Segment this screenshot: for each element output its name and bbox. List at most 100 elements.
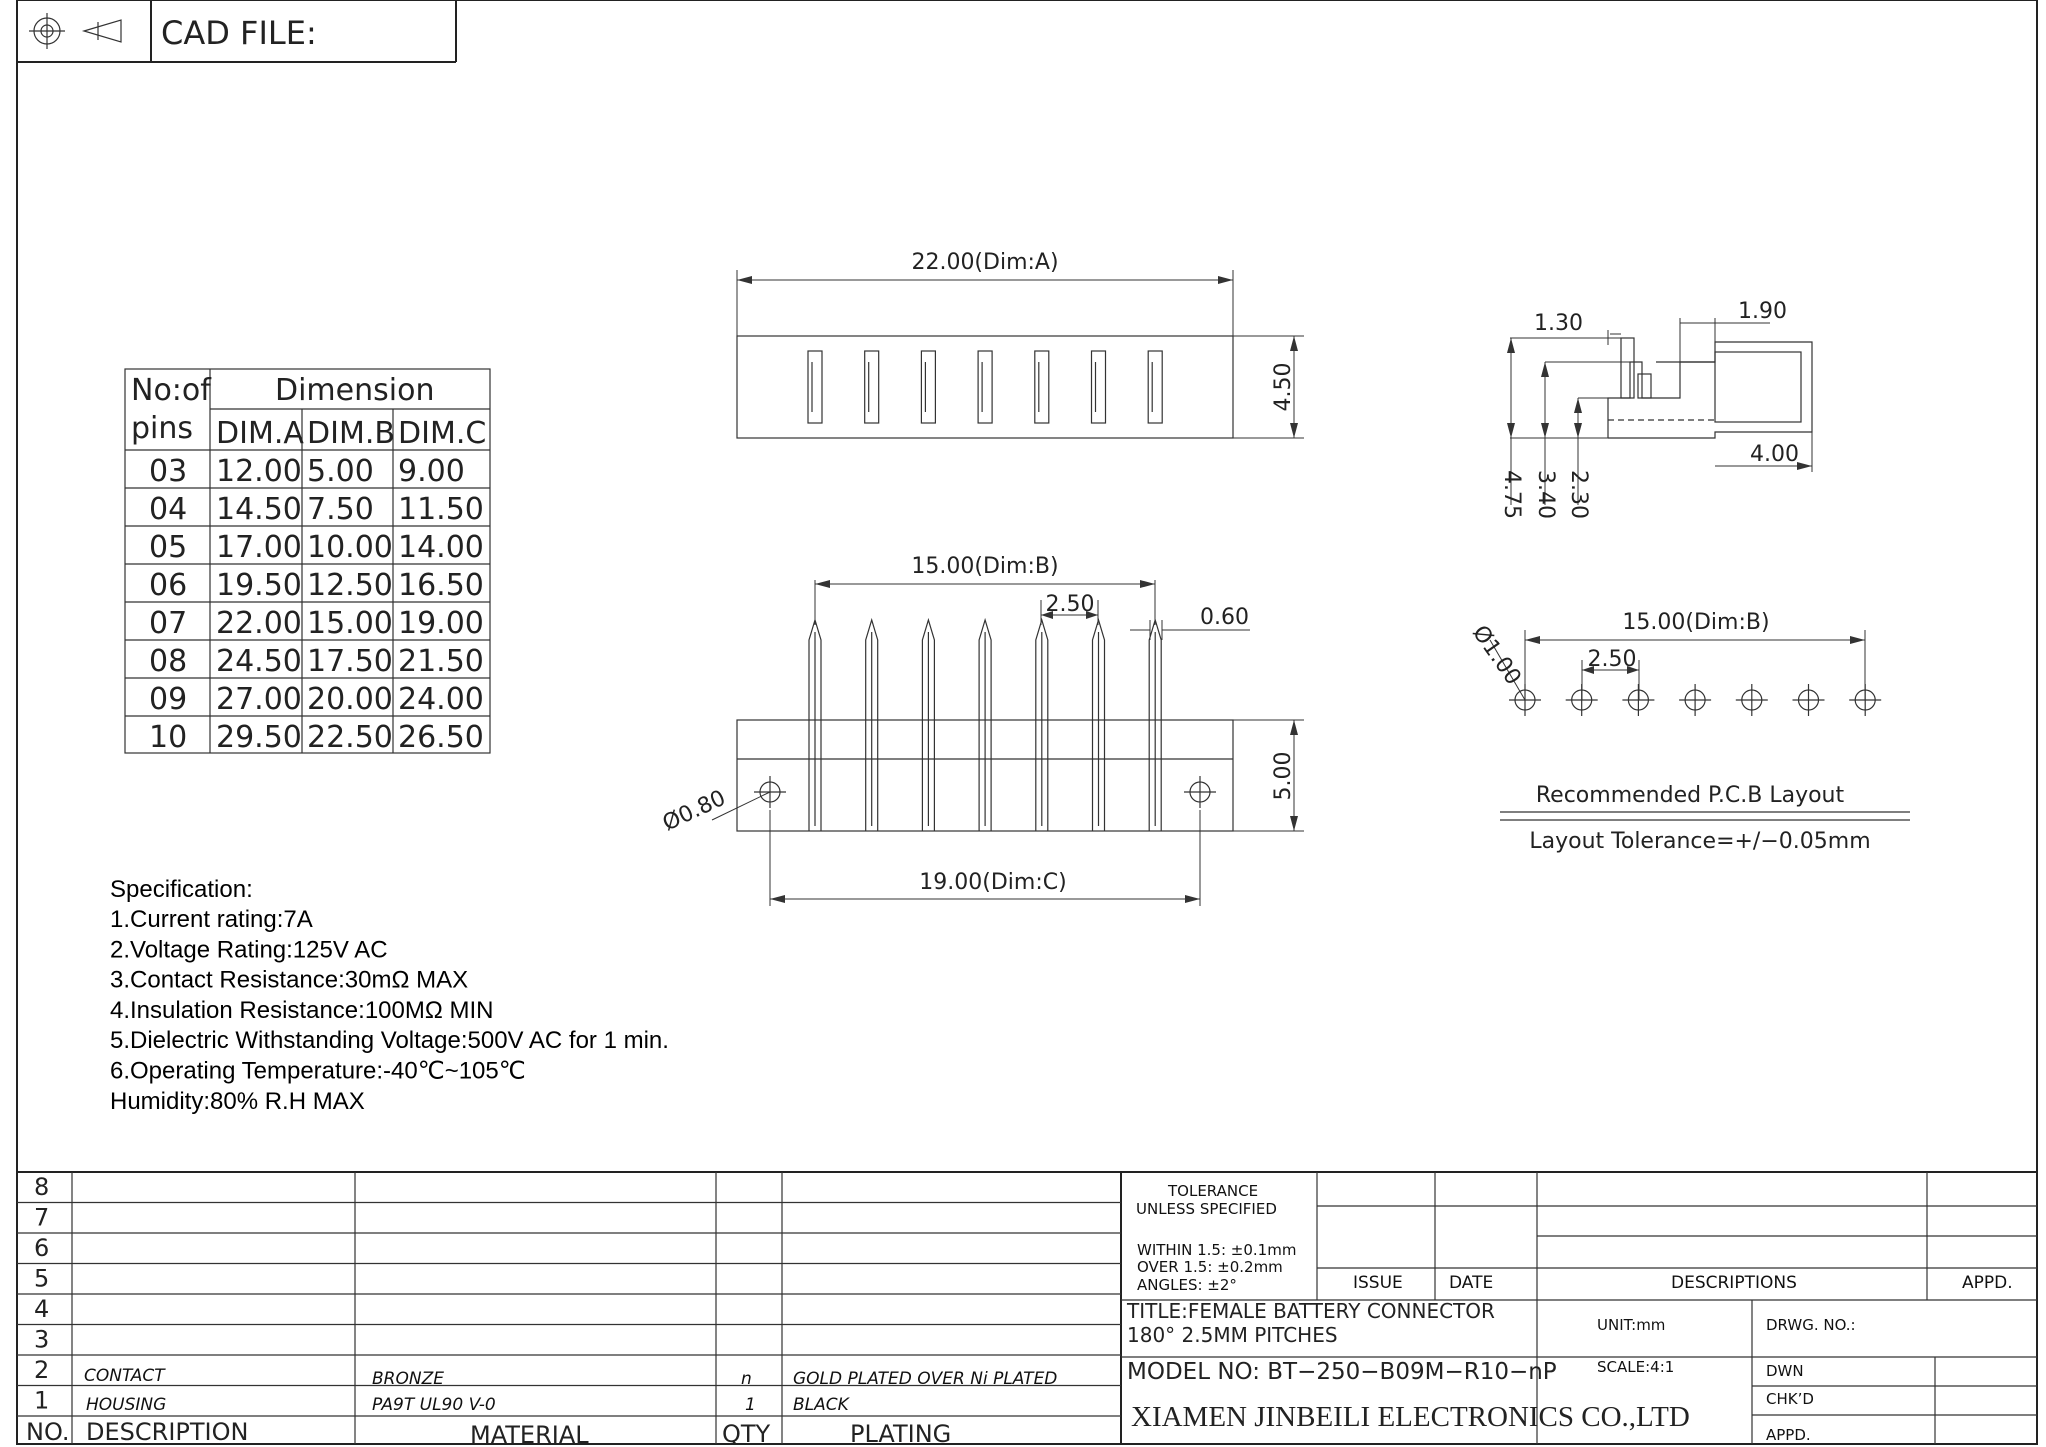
- company-name: XIAMEN JINBEILI ELECTRONICS CO.,LTD: [1131, 1401, 1690, 1433]
- specification: Specification: 1.Current rating:7A2.Volt…: [110, 876, 669, 1115]
- pcb-title: Recommended P.C.B Layout: [1536, 783, 1845, 808]
- dim-row-pins: 04: [149, 492, 187, 527]
- dim-row-pins: 09: [149, 682, 187, 717]
- cad-file-label: CAD FILE:: [161, 14, 317, 52]
- bom-item1-plating: BLACK: [793, 1395, 851, 1415]
- dim-row-value: 9.00: [398, 454, 465, 489]
- front-view: Ø0.80 15.00(Dim:B) 2.50 0.60 5.00: [659, 554, 1304, 906]
- pcb-holes: [1509, 684, 1882, 716]
- sheet-border: [16, 0, 2038, 1445]
- bom-row-number: 6: [34, 1234, 49, 1262]
- dim-row-value: 15.00: [307, 606, 393, 641]
- contact-pin: [865, 617, 879, 831]
- top-height-label: 4.50: [1271, 363, 1296, 412]
- appd-header: APPD.: [1962, 1273, 2013, 1293]
- side-d2-label: 1.90: [1738, 299, 1787, 324]
- bom-item1-material: PA9T UL90 V-0: [372, 1395, 496, 1415]
- dim-row-value: 29.50: [216, 720, 302, 755]
- bom-header-plating: PLATING: [850, 1420, 951, 1447]
- front-view-pins: [808, 617, 1162, 831]
- tolerance-angles: ANGLES: ±2°: [1137, 1276, 1237, 1294]
- pcb-pitch-label: 2.50: [1588, 647, 1637, 672]
- dim-row-value: 22.50: [307, 720, 393, 755]
- chkd-label: CHK’D: [1766, 1390, 1814, 1408]
- dim-row-value: 24.00: [398, 682, 484, 717]
- dim-row-value: 27.00: [216, 682, 302, 717]
- pitch-label: 2.50: [1046, 592, 1095, 617]
- top-slot: [864, 350, 880, 424]
- pcb-layout: 15.00(Dim:B) 2.50 Ø1.00 Recommended P.C.…: [1467, 610, 1910, 854]
- dim-row-value: 14.50: [216, 492, 302, 527]
- pcb-hole-label: Ø1.00: [1467, 621, 1526, 690]
- dim-c-label: 19.00(Dim:C): [919, 870, 1066, 895]
- dim-row-value: 17.50: [307, 644, 393, 679]
- dim-a-label: 22.00(Dim:A): [911, 250, 1058, 275]
- dimension-table: No:of pins Dimension DIM.A DIM.B DIM.C 0…: [124, 368, 491, 755]
- tolerance-line-2: UNLESS SPECIFIED: [1136, 1200, 1277, 1218]
- side-h3-label: 2.30: [1566, 470, 1591, 519]
- dim-row-value: 11.50: [398, 492, 484, 527]
- top-view-slots: [807, 350, 1163, 424]
- contact-pin: [921, 617, 935, 831]
- dim-row-value: 12.50: [307, 568, 393, 603]
- dim-row-value: 12.00: [216, 454, 302, 489]
- dim-row-value: 21.50: [398, 644, 484, 679]
- dim-row-value: 5.00: [307, 454, 374, 489]
- dim-row-value: 17.00: [216, 530, 302, 565]
- spec-line: 6.Operating Temperature:-40℃~105℃: [110, 1058, 526, 1085]
- side-d1-label: 1.30: [1534, 311, 1583, 336]
- title-line-2: 180° 2.5MM PITCHES: [1127, 1323, 1338, 1347]
- spec-line: Humidity:80% R.H MAX: [110, 1088, 365, 1115]
- spec-line: 4.Insulation Resistance:100MΩ MIN: [110, 997, 493, 1024]
- col-pins-1: No:of: [131, 373, 212, 408]
- bom-row-number: 8: [34, 1173, 49, 1201]
- spec-heading: Specification:: [110, 876, 253, 903]
- col-dimension: Dimension: [275, 373, 434, 408]
- bom-row-number: 1: [34, 1387, 49, 1415]
- bom-item2-desc: CONTACT: [84, 1366, 166, 1386]
- dim-row-pins: 07: [149, 606, 187, 641]
- side-view: 1.30 1.90 4.00 4.75 3.40 2.30: [1499, 299, 1813, 519]
- unit-label: UNIT:mm: [1597, 1316, 1665, 1334]
- dim-row-value: 7.50: [307, 492, 374, 527]
- crosshair-circle-icon: [29, 13, 65, 49]
- top-slot: [1090, 350, 1107, 424]
- date-header: DATE: [1449, 1273, 1493, 1293]
- dim-row-pins: 10: [149, 720, 187, 755]
- tolerance-line-1: TOLERANCE: [1167, 1182, 1258, 1200]
- bom-item2-plating: GOLD PLATED OVER Ni PLATED: [793, 1369, 1057, 1389]
- bom-row-number: 5: [34, 1265, 49, 1293]
- dim-row-pins: 05: [149, 530, 187, 565]
- hole-label: Ø0.80: [659, 786, 730, 837]
- issue-header: ISSUE: [1353, 1273, 1403, 1293]
- pcb-tolerance: Layout Tolerance=+/−0.05mm: [1529, 829, 1870, 854]
- scale-label: SCALE:4:1: [1597, 1358, 1674, 1376]
- col-dim-c: DIM.C: [398, 416, 486, 451]
- dim-row-value: 22.00: [216, 606, 302, 641]
- side-h1-label: 4.75: [1499, 470, 1524, 519]
- spec-line: 1.Current rating:7A: [110, 906, 313, 933]
- contact-pin: [978, 617, 992, 831]
- contact-pin: [1035, 617, 1049, 831]
- top-slot: [920, 350, 937, 424]
- title-line-1: TITLE:FEMALE BATTERY CONNECTOR: [1126, 1299, 1495, 1323]
- pin-width-label: 0.60: [1200, 605, 1249, 630]
- pcb-dim-b-label: 15.00(Dim:B): [1622, 610, 1769, 635]
- bom-header-no: NO.: [26, 1418, 70, 1446]
- dim-row-value: 20.00: [307, 682, 393, 717]
- tolerance-over: OVER 1.5: ±0.2mm: [1137, 1258, 1283, 1276]
- side-h2-label: 3.40: [1533, 470, 1558, 519]
- top-slot: [807, 350, 823, 424]
- dim-b-label: 15.00(Dim:B): [911, 554, 1058, 579]
- model-number: MODEL NO: BT−250−B09M−R10−nP: [1127, 1359, 1557, 1385]
- dwn-label: DWN: [1766, 1362, 1804, 1380]
- tolerance-within: WITHIN 1.5: ±0.1mm: [1137, 1241, 1296, 1259]
- col-dim-b: DIM.B: [307, 416, 395, 451]
- cad-file-header: CAD FILE:: [17, 0, 457, 63]
- col-pins-2: pins: [131, 411, 193, 446]
- descriptions-header: DESCRIPTIONS: [1671, 1273, 1797, 1293]
- dim-row-value: 14.00: [398, 530, 484, 565]
